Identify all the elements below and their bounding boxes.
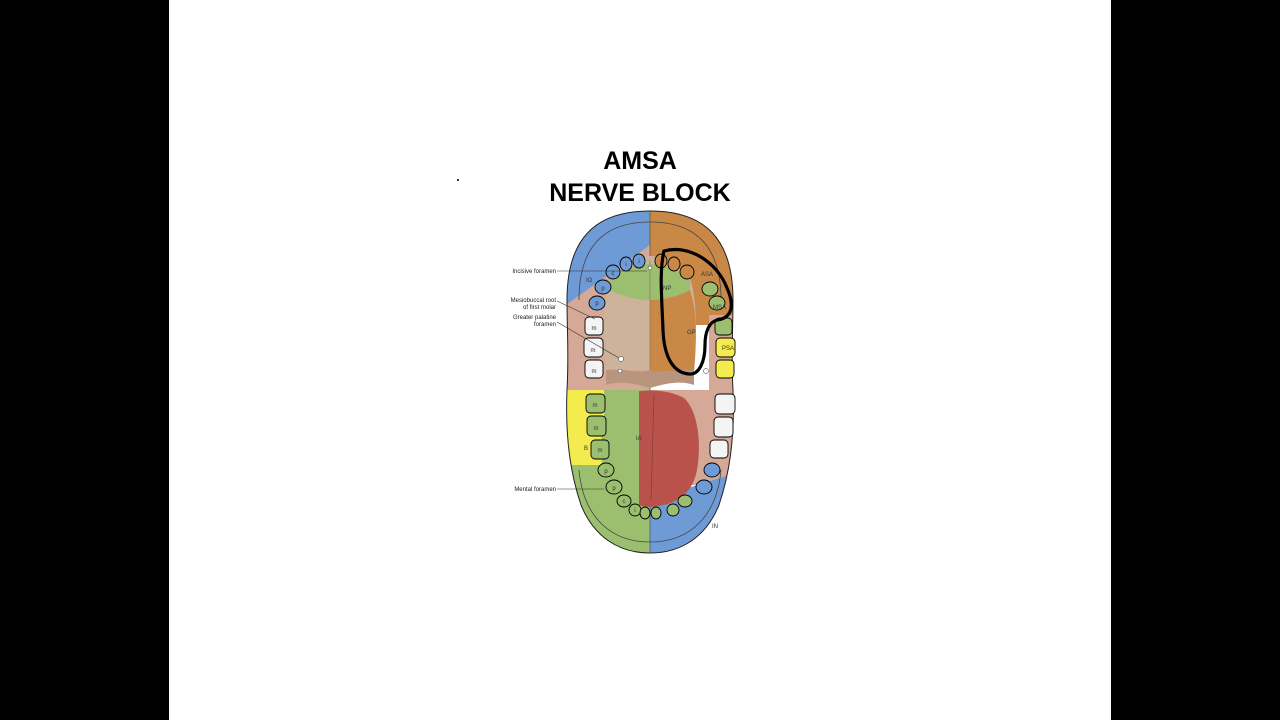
tooth-upper-right-p2 <box>708 295 726 311</box>
tooth-letter: p <box>612 486 616 492</box>
slide-title: AMSA NERVE BLOCK <box>169 145 1111 209</box>
tooth-upper-p2 <box>588 295 606 311</box>
letterbox-right <box>1111 0 1280 720</box>
io-label: IO <box>586 278 593 284</box>
tooth-lower-p2 <box>605 479 623 495</box>
tooth-letter: i <box>634 508 635 514</box>
psa-label: PSA <box>722 346 734 352</box>
incisive-foramen-label: Incisive foramen <box>512 269 556 275</box>
tooth-letter: m <box>591 348 596 354</box>
msa-label: MSA <box>713 305 726 311</box>
greater-palatine-leader <box>556 321 620 359</box>
tooth-upper-right-m2 <box>715 337 736 358</box>
tooth-upper-right-m3 <box>715 359 735 379</box>
tooth-letter: p <box>601 286 605 292</box>
tooth-upper-m1 <box>584 316 604 336</box>
arch-line-right <box>649 221 722 301</box>
greater-palatine-foramen-right <box>703 368 709 374</box>
mesiobuccal-label-line2: of first molar <box>523 305 556 311</box>
slide-canvas: AMSA NERVE BLOCK <box>169 0 1111 720</box>
tooth-letter: m <box>594 426 599 432</box>
tooth-lower-right-m3 <box>709 439 729 459</box>
tooth-letter: m <box>592 326 597 332</box>
lower-left-teeth: m m m p p c i <box>585 393 651 520</box>
tooth-lower-right-p2 <box>695 479 713 495</box>
lower-right-teeth <box>650 393 736 520</box>
upper-right-teeth <box>654 253 736 379</box>
tooth-upper-c <box>605 264 621 280</box>
soft-palate <box>606 369 694 388</box>
oral-nerve-diagram: i i c p p m m m <box>511 210 736 554</box>
tooth-letter: m <box>592 369 597 375</box>
tooth-lower-m1 <box>585 393 606 414</box>
amsa-block-outline <box>659 248 733 376</box>
tooth-letter: p <box>595 301 599 307</box>
tooth-upper-right-c <box>679 264 695 280</box>
tooth-letter: m <box>593 403 598 409</box>
mental-foramen-label: Mental foramen <box>514 487 556 493</box>
mesiobuccal-leader <box>556 300 596 320</box>
tooth-letter: m <box>598 448 603 454</box>
greater-palatine-foramen-left <box>618 356 624 362</box>
in-label: IN <box>712 524 718 530</box>
tooth-letter: c <box>623 499 626 505</box>
tongue <box>601 390 699 507</box>
tooth-lower-c <box>616 494 632 508</box>
tooth-upper-right-i2 <box>667 256 681 272</box>
letterbox-left <box>0 0 169 720</box>
tooth-lower-p1 <box>597 462 615 478</box>
tooth-lower-i1 <box>639 506 651 520</box>
incisive-foramen-dot <box>647 265 653 271</box>
tooth-letter: c <box>612 271 615 277</box>
tooth-letter: i <box>625 262 626 268</box>
tooth-lower-right-p1 <box>703 462 721 478</box>
greater-palatine-label-line1: Greater palatine <box>513 315 557 321</box>
tooth-lower-right-i2 <box>666 503 680 517</box>
tooth-letter: p <box>604 469 608 475</box>
tooth-upper-m3 <box>584 359 604 379</box>
np-label: NP <box>663 286 671 292</box>
mesiobuccal-label-line1: Mesiobuccal root <box>511 298 557 304</box>
tooth-upper-right-p1 <box>701 281 719 297</box>
upper-left-teeth: i i c p p m m m <box>583 253 646 379</box>
tooth-upper-p1 <box>594 279 612 295</box>
stray-dot <box>457 179 459 181</box>
ia-label: IA <box>636 436 642 442</box>
tooth-lower-m3 <box>590 439 610 460</box>
tooth-lower-right-c <box>677 494 693 508</box>
tooth-lower-right-m1 <box>714 393 736 415</box>
lesser-palatine-foramen-left <box>617 368 623 374</box>
greater-palatine-label-line2: foramen <box>534 322 556 328</box>
gp-label: GP <box>687 330 696 336</box>
title-line-2: NERVE BLOCK <box>549 179 731 207</box>
tooth-lower-right-m2 <box>713 416 734 438</box>
tooth-letter: i <box>638 259 639 265</box>
b-label: B <box>584 446 588 452</box>
asa-label: ASA <box>701 272 713 278</box>
tooth-upper-i1 <box>632 253 646 269</box>
arch-line-left <box>578 221 651 301</box>
tooth-lower-m2 <box>586 415 607 437</box>
tooth-lower-right-i1 <box>650 506 662 520</box>
tooth-upper-m2 <box>583 337 604 358</box>
title-line-1: AMSA <box>603 147 677 175</box>
